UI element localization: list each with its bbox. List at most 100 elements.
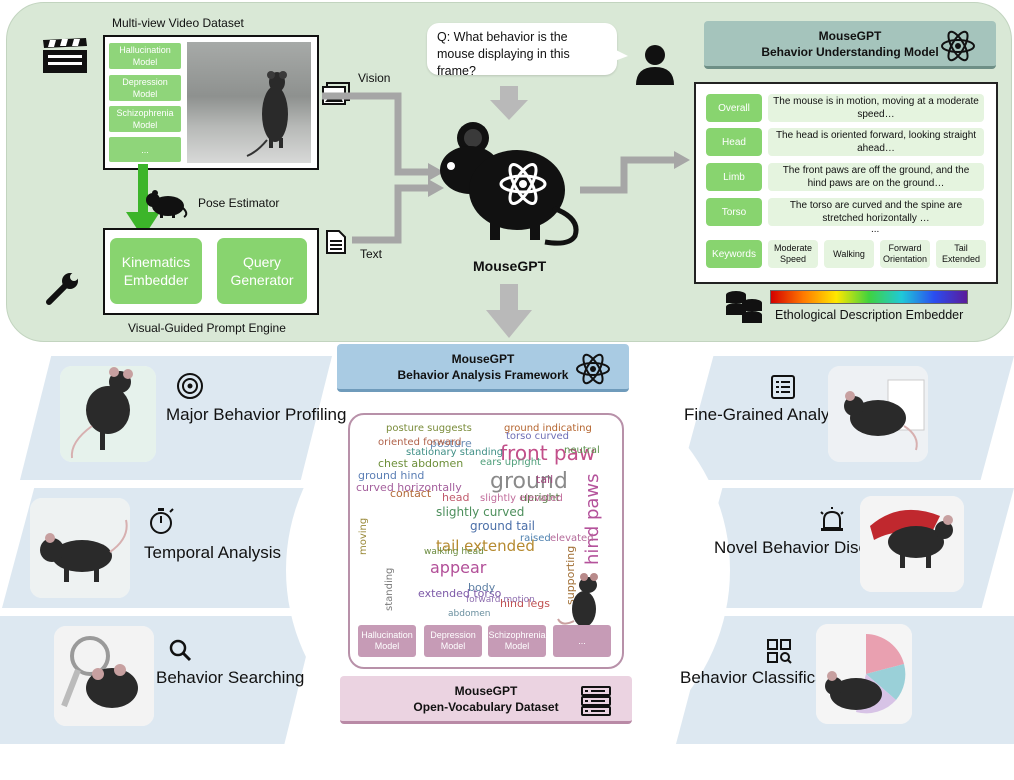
dataset-item-more: ... [109, 137, 181, 162]
cloud-word: raised [520, 533, 551, 544]
understanding-header: MouseGPT Behavior Understanding Model [704, 21, 996, 69]
atom-icon [941, 30, 975, 62]
app-fine-grained-analysis: Fine-Grained Analysis [684, 405, 851, 424]
row-text-torso: The torso are curved and the spine are s… [768, 198, 984, 226]
classification-thumbnail [816, 624, 912, 724]
cloud-word: contact [390, 487, 432, 500]
user-icon [636, 45, 674, 85]
row-label-torso: Torso [706, 198, 762, 226]
row-text-limb: The front paws are off the ground, and t… [768, 163, 984, 191]
prompt-engine-label: Visual-Guided Prompt Engine [128, 321, 286, 335]
mousegpt-label: MouseGPT [473, 258, 547, 274]
cloud-word: ground tail [470, 519, 535, 533]
cloud-word: hind legs [500, 597, 551, 610]
discovery-thumbnail [860, 496, 964, 592]
superhero-mouse-icon [860, 496, 964, 592]
understanding-subtitle: Behavior Understanding Model [761, 45, 939, 59]
question-bubble: Q: What behavior is the mouse displaying… [427, 23, 617, 78]
bubble-tail [612, 48, 628, 62]
embedder-label: Ethological Description Embedder [775, 308, 964, 322]
cloud-word: ears upright [480, 457, 541, 468]
cloud-word: moving [358, 517, 369, 555]
temporal-thumbnail [30, 498, 130, 598]
cloud-word: posture [430, 437, 472, 450]
profiling-thumbnail [60, 366, 156, 462]
cloud-word: tail extended [436, 537, 535, 555]
mouse-rearing-icon [246, 71, 288, 157]
mouse-icon [30, 498, 130, 598]
mouse-silhouette-icon [146, 190, 188, 218]
cloud-word: forward motion [466, 595, 535, 605]
cloud-word: standing [384, 567, 395, 611]
searching-thumbnail [54, 626, 154, 726]
word-cloud-panel: front paw ground hind paws tail extended… [348, 413, 624, 669]
keyword-chip: Moderate Speed [768, 240, 818, 268]
cloud-word: stationary standing [406, 447, 504, 458]
rearing-mouse-icon [557, 573, 598, 627]
server-icon [581, 686, 611, 716]
app-behavior-searching: Behavior Searching [156, 668, 305, 687]
vision-label: Vision [358, 71, 391, 85]
framework-title: MouseGPT [451, 352, 515, 366]
prompt-engine-box: Kinematics Embedder Query Generator [103, 228, 319, 315]
embedding-colorbar [770, 290, 968, 304]
row-text-overall: The mouse is in motion, moving at a mode… [768, 94, 984, 122]
cloud-word: abdomen [448, 609, 491, 619]
understanding-title: MouseGPT [818, 29, 882, 43]
dataset-header: MouseGPT Open-Vocabulary Dataset [340, 676, 632, 724]
dataset-item-hallucination: Hallucination Model [109, 43, 181, 69]
cloud-word: chest abdomen [378, 457, 464, 470]
wrench-icon [46, 273, 78, 305]
cloud-word: slightly elevated [480, 493, 563, 504]
cloud-word: body [468, 581, 496, 594]
cloud-word: hind paws [582, 473, 603, 565]
alarm-icon [820, 507, 844, 531]
cloud-word: head [442, 491, 470, 504]
dataset-title: Multi-view Video Dataset [112, 16, 244, 30]
cloud-word: oriented forward [378, 437, 462, 448]
keywords-label: Keywords [706, 240, 762, 268]
cloud-word: extended torso [418, 587, 502, 600]
image-icon [322, 82, 350, 105]
cloud-word: ground hind [358, 469, 425, 482]
kinematics-embedder: Kinematics Embedder [110, 238, 202, 304]
category-grid-icon [767, 639, 792, 664]
cloud-word: neutral [564, 445, 600, 456]
app-major-behavior-profiling: Major Behavior Profiling [166, 405, 347, 424]
mouse-icon [54, 626, 154, 726]
row-text-head: The head is oriented forward, looking st… [768, 128, 984, 156]
cloud-word: curved horizontally [356, 481, 462, 494]
row-label-limb: Limb [706, 163, 762, 191]
cloud-word: upright [520, 491, 560, 504]
app-novel-behavior-discovery: Novel Behavior Discovery [714, 538, 909, 557]
dataset-model-cell: Hallucination Model [358, 625, 416, 657]
row-label-head: Head [706, 128, 762, 156]
cloud-word: appear [430, 558, 487, 577]
app-behavior-classification: Behavior Classification [680, 668, 852, 687]
atom-icon [576, 353, 610, 385]
cloud-word: walking head [424, 547, 484, 557]
framework-subtitle: Behavior Analysis Framework [397, 368, 569, 382]
target-icon [177, 373, 203, 399]
dataset-header-title: MouseGPT [454, 684, 518, 698]
mouse-icon [828, 366, 928, 462]
dataset-model-cell: ... [553, 625, 611, 657]
dataset-model-cell: Depression Model [424, 625, 482, 657]
pie-mouse-icon [816, 624, 912, 724]
app-temporal-analysis: Temporal Analysis [144, 543, 282, 562]
document-icon [326, 230, 346, 254]
rows-ellipsis: ... [871, 224, 880, 235]
dataset-box: Hallucination Model Depression Model Sch… [103, 35, 319, 170]
list-icon [771, 375, 795, 399]
cloud-word: front paw [500, 441, 596, 465]
dataset-header-subtitle: Open-Vocabulary Dataset [413, 700, 559, 714]
keyword-chip: Tail Extended [936, 240, 986, 268]
stopwatch-icon [150, 508, 174, 534]
search-icon [169, 639, 192, 662]
description-panel: Overall The mouse is in motion, moving a… [694, 82, 998, 284]
clapperboard-icon [43, 38, 87, 73]
query-generator: Query Generator [217, 238, 307, 304]
text-label: Text [360, 247, 383, 261]
keyword-chip: Forward Orientation [880, 240, 930, 268]
dataset-item-depression: Depression Model [109, 75, 181, 101]
